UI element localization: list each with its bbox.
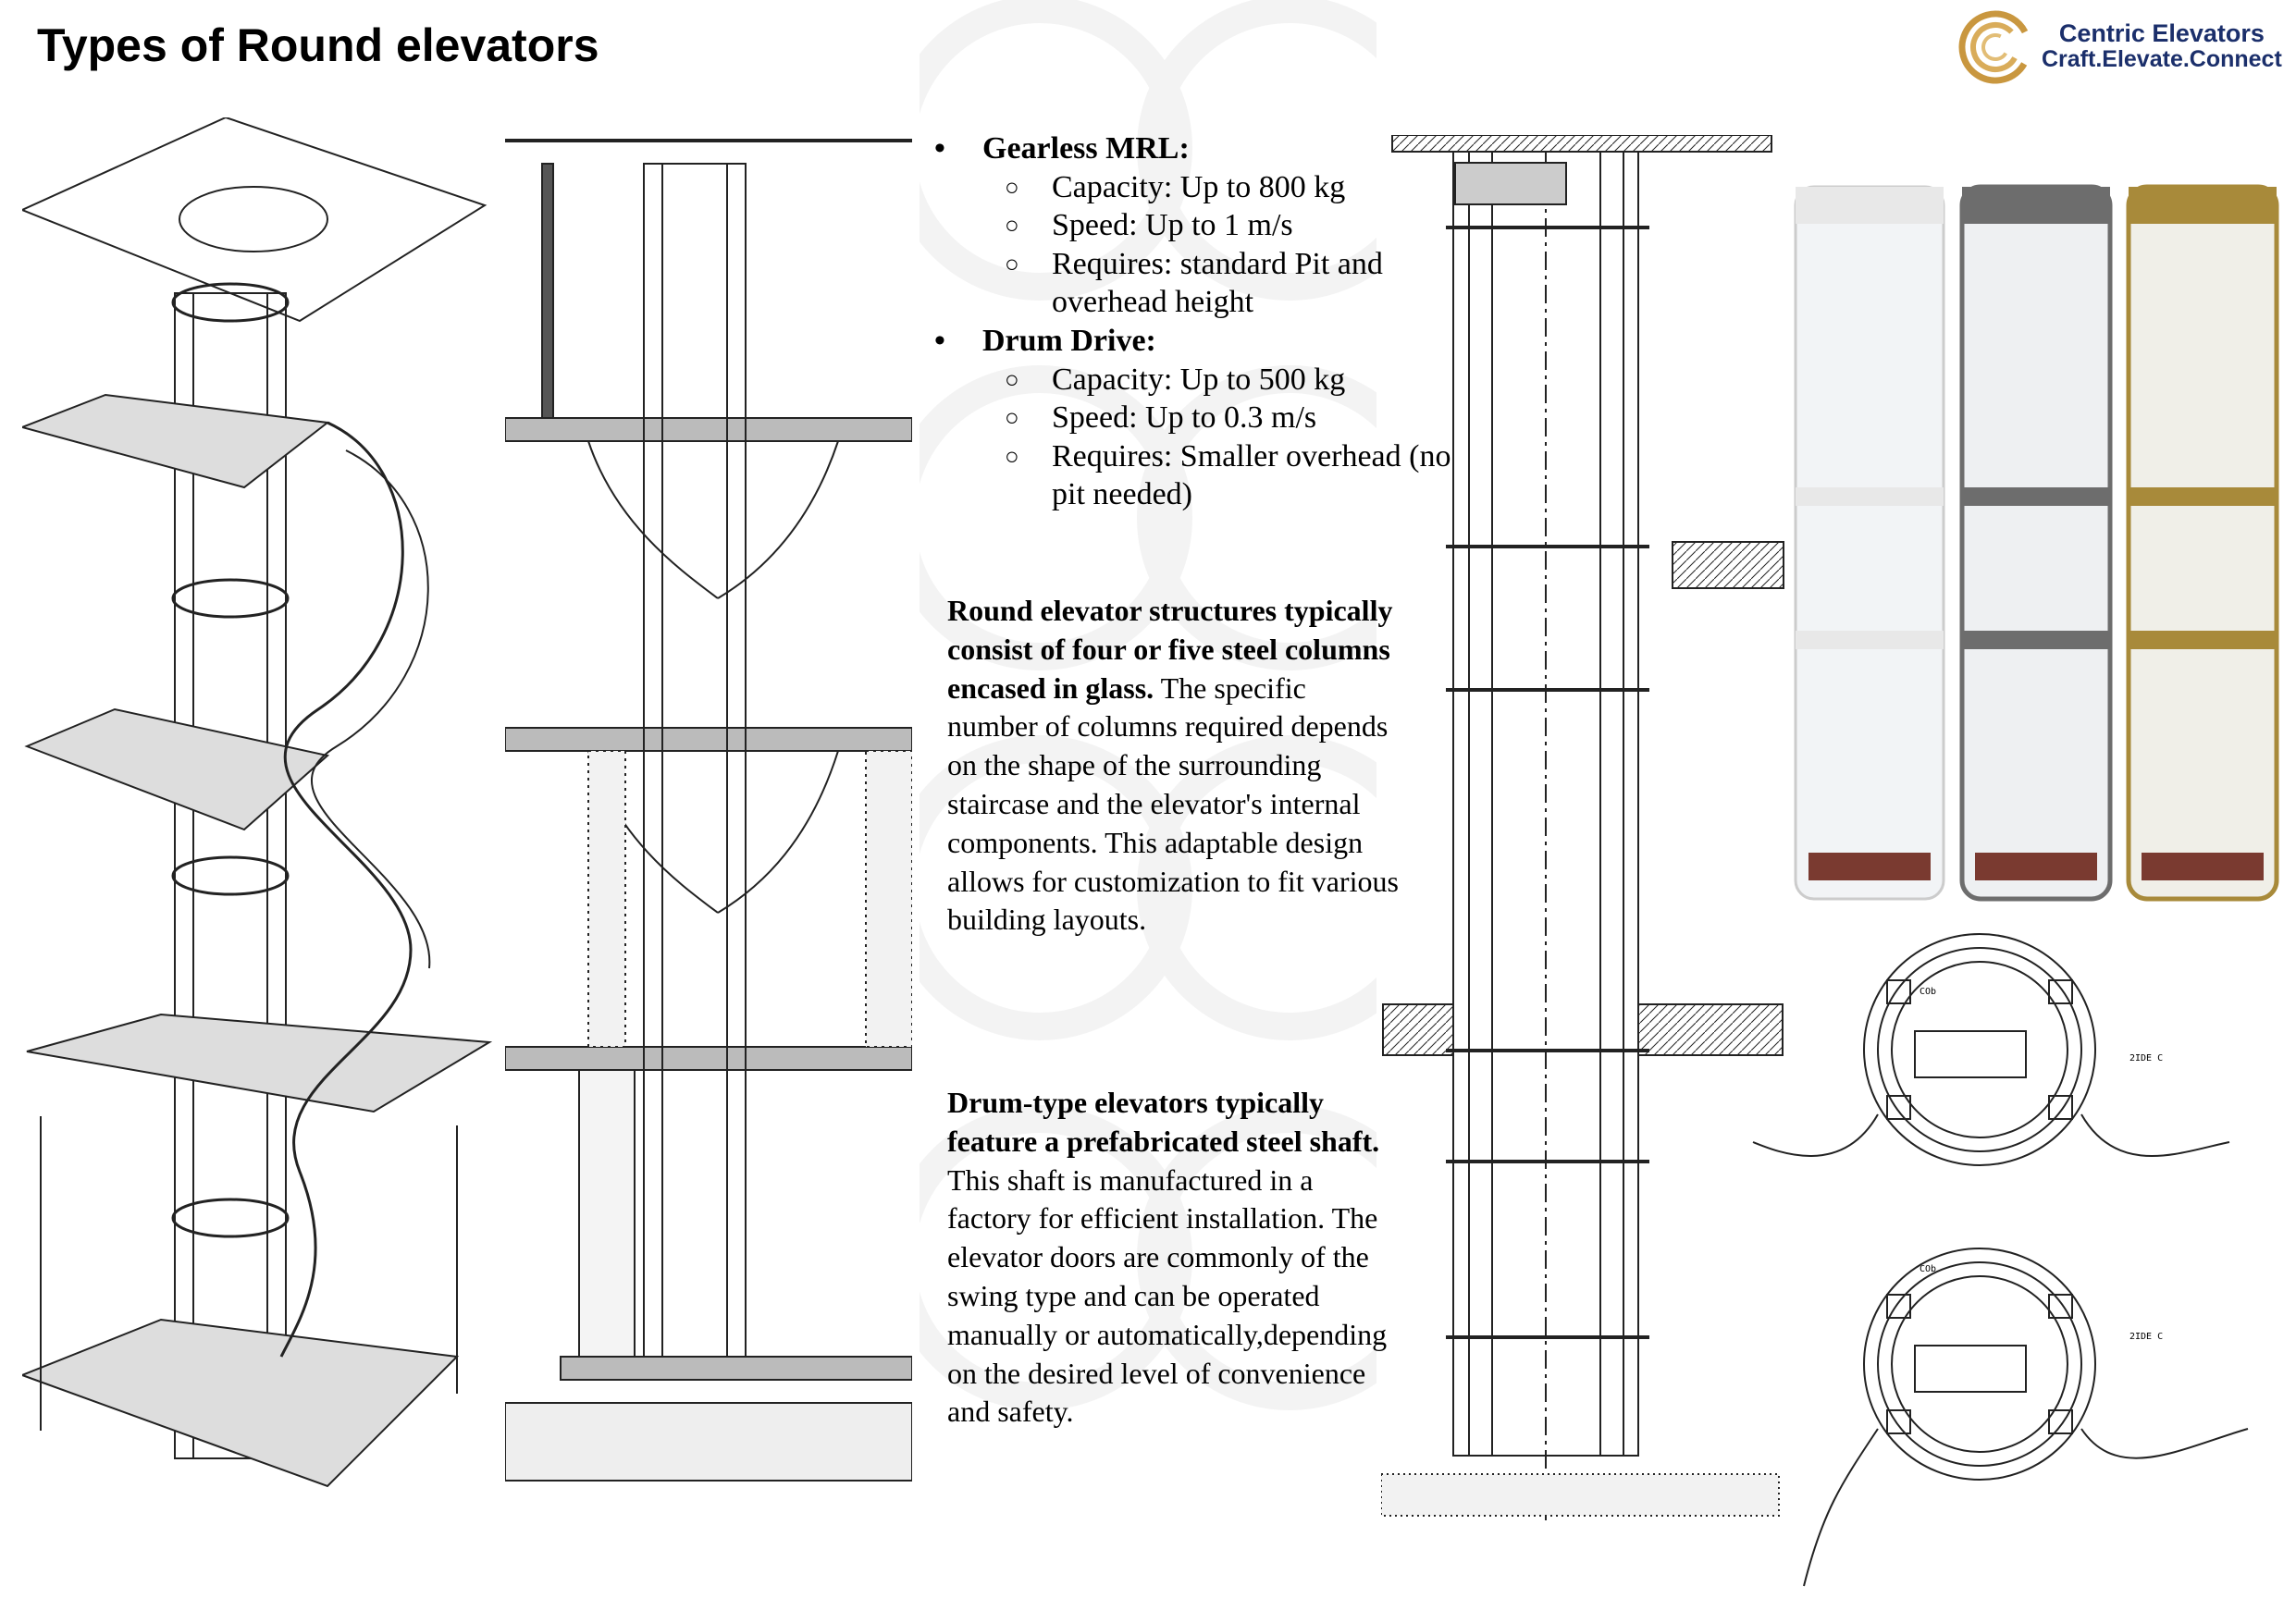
logo-name: Centric Elevators <box>2058 19 2265 47</box>
structure-paragraph: Round elevator structures typically cons… <box>947 594 1399 937</box>
spec-item: ○Speed: Up to 1 m/s <box>1005 208 1293 243</box>
spec-item: ○Capacity: Up to 500 kg <box>1005 362 1346 397</box>
isometric-elevator-drawing <box>22 117 493 1488</box>
grey-elevator-photo <box>1959 184 2113 902</box>
drum-paragraph: Drum-type elevators typically feature a … <box>947 1086 1388 1429</box>
spec-item: ○Capacity: Up to 800 kg <box>1005 169 1346 204</box>
spec-heading-drum: Drum Drive: <box>934 322 1452 361</box>
plan-code-bottom: COb <box>1920 1264 1936 1274</box>
plan-side-top: 2IDE C <box>2129 1053 2163 1064</box>
spec-item: ○Speed: Up to 0.3 m/s <box>1005 400 1317 436</box>
section-drawing <box>505 139 912 1482</box>
shaft-elevation-drawing <box>1381 135 1784 1520</box>
logo-rings-icon <box>1958 10 2032 84</box>
spec-item: ○Requires: standard Pit and overhead hei… <box>1005 246 1383 320</box>
plan-side-bottom: 2IDE C <box>2129 1332 2163 1342</box>
white-elevator-photo <box>1794 185 1945 901</box>
plan-code-top: COb <box>1920 987 1936 997</box>
page-title: Types of Round elevators <box>37 19 599 71</box>
plan-view-drawings: COb 2IDE C COb 2IDE C <box>1752 933 2249 1587</box>
logo-tagline: Craft.Elevate.Connect <box>2042 46 2282 72</box>
gold-elevator-photo <box>2126 184 2279 902</box>
elevator-finish-photos <box>1794 184 2279 902</box>
spec-list: Gearless MRL: ○Capacity: Up to 800 kg ○S… <box>934 129 1452 514</box>
spec-heading-gearless: Gearless MRL: <box>934 129 1452 168</box>
company-logo: Centric Elevators Craft.Elevate.Connect <box>1957 7 2290 87</box>
spec-item: ○Requires: Smaller overhead (no pit need… <box>1005 438 1451 512</box>
